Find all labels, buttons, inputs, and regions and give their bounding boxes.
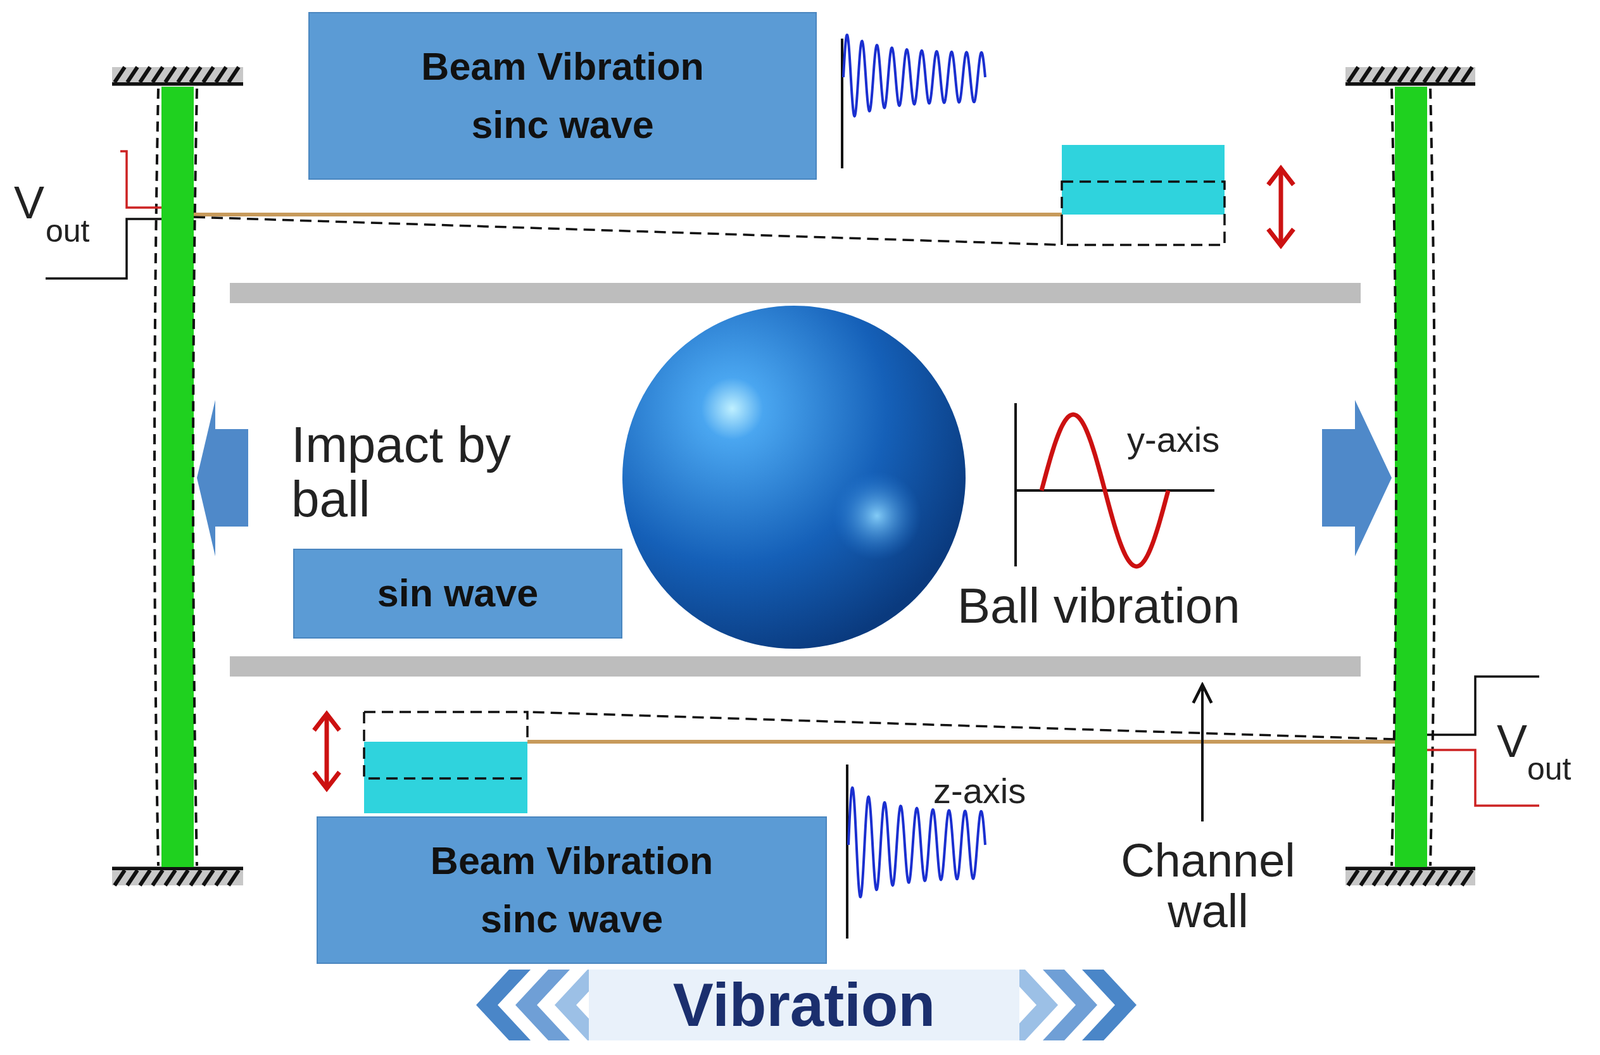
ground-hatch (1423, 67, 1435, 83)
top-beam-deflection (193, 217, 1062, 246)
ground-hatch (1436, 67, 1447, 83)
graph-axis (845, 764, 849, 939)
ground-hatch (1449, 67, 1460, 83)
ground-hatch (203, 67, 214, 83)
ground-hatch (1385, 870, 1397, 886)
ground-hatch (1385, 67, 1397, 83)
graph-axis (1014, 403, 1017, 567)
ground-hatch (1398, 67, 1409, 83)
ground-hatch (228, 67, 239, 83)
sinc-waveform (843, 34, 986, 116)
signal-subscript: out (45, 214, 90, 249)
node-text: sin wave (377, 564, 539, 624)
ground-hatch (127, 870, 138, 886)
ground-fill (1345, 870, 1476, 886)
bottom-mass-motion-arrow (324, 718, 330, 786)
ground-fill (112, 870, 244, 886)
caption-box: Beam Vibrationsinc wave (316, 816, 827, 965)
ground-hatch (114, 870, 125, 886)
caption-box: Beam Vibrationsinc wave (308, 12, 817, 180)
ground-hatch (139, 67, 151, 83)
ground-hatch (1449, 870, 1460, 886)
ground-hatch (228, 870, 239, 886)
right-piezo-post (1394, 86, 1428, 868)
impact-arrow-left (196, 400, 249, 557)
ground-hatch (152, 67, 163, 83)
top-proof-mass (1061, 144, 1225, 215)
channel-wall (229, 656, 1361, 677)
top-cantilever-beam (193, 212, 1062, 217)
node-text: Beam Vibration (430, 832, 713, 891)
graph-axis (1015, 489, 1215, 492)
ground-hatch (1398, 870, 1409, 886)
ground-hatch (1373, 870, 1384, 886)
ground-hatch (190, 67, 201, 83)
ground-hatch (190, 870, 201, 886)
annotation: Impact by ball (291, 417, 520, 528)
ground-hatch (1411, 67, 1422, 83)
ground-hatch (215, 67, 227, 83)
ground-fill (1345, 67, 1476, 83)
bottom-mass-motion-heads (314, 714, 340, 789)
left-piezo-post (161, 86, 194, 868)
axis-label: z-axis (933, 772, 1026, 811)
node-text: sinc wave (471, 96, 654, 155)
ground-hatch (177, 67, 189, 83)
top-mass-motion-arrow (1278, 172, 1284, 242)
annotation: Channel wall (1094, 835, 1323, 938)
ground-hatch (1360, 67, 1371, 83)
ground-hatch (165, 870, 176, 886)
ground-hatch (127, 67, 138, 83)
ground-symbols (112, 67, 1476, 886)
ground-hatch (177, 870, 189, 886)
title-banner: Vibration (673, 972, 936, 1039)
ground-hatch (1423, 870, 1435, 886)
ground-hatch (1436, 870, 1447, 886)
annotation: Ball vibration (957, 579, 1241, 633)
ground-hatch (203, 870, 214, 886)
output-wire-positive (120, 151, 162, 208)
ball (622, 305, 966, 649)
ground-hatch (1348, 870, 1359, 886)
axis-label: y-axis (1127, 421, 1220, 460)
graph-axis (840, 38, 844, 169)
vibration-chevrons (476, 970, 1137, 1041)
top-mass-motion-heads (1268, 168, 1294, 246)
label-box: sin wave (293, 548, 623, 639)
ground-hatch (165, 67, 176, 83)
node-text: Beam Vibration (421, 37, 704, 97)
ground-hatch (1461, 870, 1473, 886)
signal-name: V (1496, 717, 1528, 767)
ground-hatch (215, 870, 227, 886)
left-post-deflection (154, 88, 197, 867)
chevron-band (588, 970, 1020, 1041)
ground-hatch (114, 67, 125, 83)
bottom-cantilever-beam (527, 740, 1395, 744)
bottom-beam-deflection (527, 712, 1395, 740)
bottom-mass-deflection (364, 712, 528, 779)
node-text: sinc wave (480, 890, 663, 950)
ground-hatch (1360, 870, 1371, 886)
signal-subscript: out (1527, 752, 1572, 787)
ground-fill (112, 67, 244, 83)
ground-hatch (1373, 67, 1384, 83)
leader-arrow (1201, 685, 1204, 822)
ground-hatch (139, 870, 151, 886)
top-mass-deflection (1061, 181, 1225, 246)
ball-highlight (832, 471, 922, 561)
ground-hatch (152, 870, 163, 886)
ground-hatch (1348, 67, 1359, 83)
channel-wall (229, 283, 1361, 304)
ground-hatch (1411, 870, 1422, 886)
ground-hatch (1461, 67, 1473, 83)
signal-name: V (13, 178, 45, 228)
impact-arrow-right (1322, 400, 1392, 557)
